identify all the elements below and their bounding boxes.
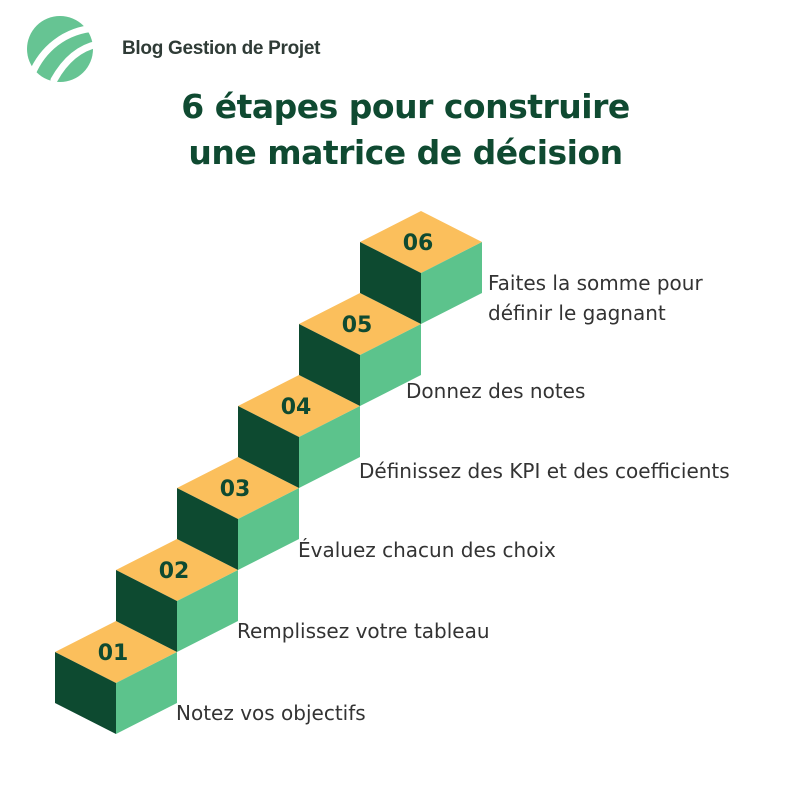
step-label-06: Faites la somme pour définir le gagnant <box>488 268 703 328</box>
step-number-05: 05 <box>342 313 373 338</box>
page-title: 6 étapes pour construire une matrice de … <box>0 84 811 176</box>
step-label-line: Donnez des notes <box>406 379 586 403</box>
step-label-05: Donnez des notes <box>406 376 585 406</box>
step-label-02: Remplissez votre tableau <box>237 616 490 646</box>
title-line-1: 6 étapes pour construire <box>181 87 630 126</box>
step-number-01: 01 <box>98 641 129 666</box>
step-right-face <box>116 652 177 734</box>
step-label-01: Notez vos objectifs <box>176 698 366 728</box>
step-label-line: Faites la somme pour <box>488 271 703 295</box>
step-number-04: 04 <box>281 395 312 420</box>
step-number-02: 02 <box>159 559 190 584</box>
step-number-03: 03 <box>220 477 251 502</box>
brand-name: Blog Gestion de Projet <box>122 38 321 59</box>
step-label-line: Définissez des KPI et des coefficients <box>359 459 730 483</box>
step-label-line: définir le gagnant <box>488 301 666 325</box>
step-label-line: Notez vos objectifs <box>176 701 366 725</box>
leaf-logo-icon <box>27 16 102 84</box>
step-label-line: Évaluez chacun des choix <box>298 538 556 562</box>
step-right-face <box>177 570 238 652</box>
step-label-line: Remplissez votre tableau <box>237 619 490 643</box>
step-right-face <box>238 488 299 570</box>
title-line-2: une matrice de décision <box>188 133 623 172</box>
step-left-face <box>116 570 177 652</box>
step-right-face <box>421 242 482 324</box>
step-label-04: Définissez des KPI et des coefficients <box>359 456 730 486</box>
step-left-face <box>177 488 238 570</box>
step-left-face <box>55 652 116 734</box>
step-block-06: 06 <box>360 211 482 324</box>
step-left-face <box>299 324 360 406</box>
brand-logo: Blog Gestion de Projet <box>20 14 321 84</box>
step-number-06: 06 <box>403 231 434 256</box>
step-right-face <box>360 324 421 406</box>
step-label-03: Évaluez chacun des choix <box>298 535 556 565</box>
step-left-face <box>360 242 421 324</box>
step-right-face <box>299 406 360 488</box>
step-left-face <box>238 406 299 488</box>
